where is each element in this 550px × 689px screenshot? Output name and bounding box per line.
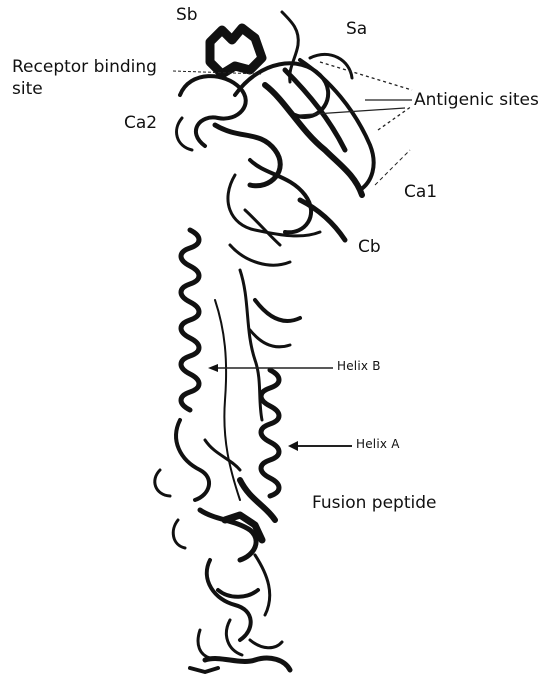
ca1-leader	[375, 150, 410, 185]
head-domain	[177, 12, 374, 265]
label-ca1: Ca1	[404, 183, 437, 203]
antigenic-leader-1	[320, 62, 412, 90]
label-fusion-peptide: Fusion peptide	[312, 494, 436, 514]
label-receptor-binding-line2: site	[12, 80, 43, 100]
helix-a-arrowhead	[288, 441, 298, 451]
label-helix-b: Helix B	[337, 360, 381, 374]
label-sb: Sb	[176, 6, 198, 26]
base-domain	[190, 555, 290, 672]
label-sa: Sa	[346, 20, 367, 40]
helix-a-coil	[261, 370, 279, 496]
helix-b-coil	[181, 230, 199, 410]
label-ca2: Ca2	[124, 114, 157, 134]
helix-b-arrowhead	[208, 364, 218, 372]
label-receptor-binding-line1: Receptor binding	[12, 58, 157, 78]
label-helix-a: Helix A	[356, 438, 400, 452]
label-cb: Cb	[358, 238, 381, 258]
label-antigenic-sites: Antigenic sites	[414, 91, 539, 111]
